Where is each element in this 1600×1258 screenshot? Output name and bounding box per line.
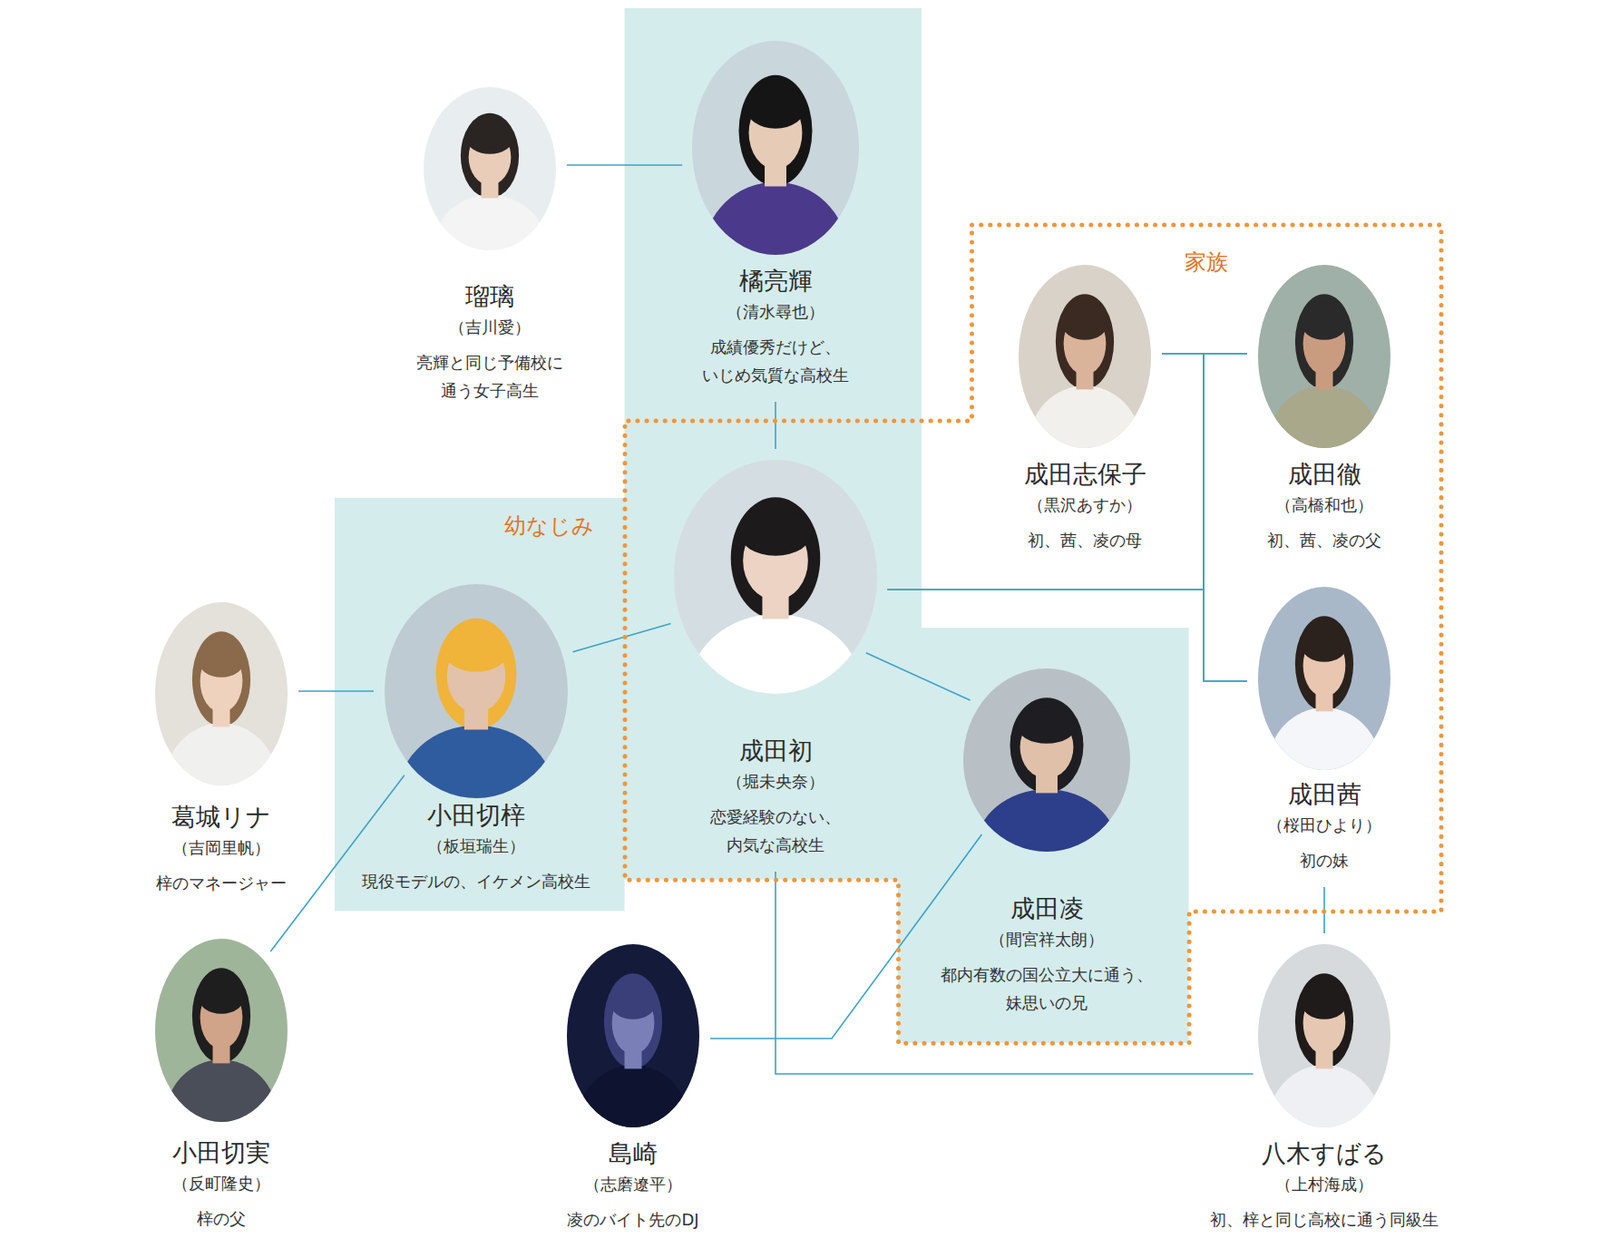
character-node: 瑠璃（吉川愛） 亮輝と同じ予備校に 通う女子高生 bbox=[407, 87, 574, 405]
character-name: 成田徹 bbox=[1252, 458, 1396, 490]
character-description: 亮輝と同じ予備校に 通う女子高生 bbox=[412, 348, 568, 405]
actor-name: （間宮祥太朗） bbox=[931, 924, 1163, 956]
actor-name: （黒沢あすか） bbox=[1013, 489, 1157, 521]
character-description: 初、梓と同じ高校に通う同級生 bbox=[1204, 1205, 1444, 1234]
relation-line bbox=[1161, 353, 1248, 682]
relation-line bbox=[866, 653, 971, 701]
portrait-photo bbox=[384, 584, 568, 799]
character-name: 成田凌 bbox=[931, 893, 1163, 925]
character-node: 葛城リナ（吉岡里帆） 梓のマネージャー bbox=[149, 602, 293, 898]
character-node: 成田凌（間宮祥太朗） 都内有数の国公立大に通う、 妹思いの兄 bbox=[931, 668, 1163, 1017]
portrait-photo bbox=[155, 602, 288, 786]
relation-line bbox=[710, 834, 982, 1039]
character-name: 成田茜 bbox=[1252, 779, 1396, 810]
portrait-photo bbox=[1258, 586, 1391, 771]
portrait-photo bbox=[423, 87, 557, 251]
relation-line bbox=[298, 690, 374, 693]
relation-line bbox=[270, 775, 405, 952]
group-heading: 家族 bbox=[1184, 248, 1229, 276]
character-node: 成田茜（桜田ひより） 初の妹 bbox=[1252, 586, 1396, 875]
character-node: 小田切実（反町隆史） 梓の父 bbox=[149, 938, 293, 1233]
actor-name: （吉岡里帆） bbox=[149, 832, 293, 864]
portrait-photo bbox=[963, 668, 1131, 852]
character-node: 成田初（堀未央奈） 恋愛経験のない、 内気な高校生 bbox=[668, 459, 883, 859]
portrait-photo bbox=[692, 40, 859, 255]
character-name: 島崎 bbox=[561, 1138, 705, 1170]
character-description: 梓の父 bbox=[149, 1204, 293, 1233]
actor-name: （桜田ひより） bbox=[1252, 809, 1396, 841]
character-node: 成田志保子（黒沢あすか） 初、茜、凌の母 bbox=[1013, 264, 1157, 555]
character-description: 現役モデルの、イケメン高校生 bbox=[356, 867, 596, 896]
portrait-photo bbox=[1258, 264, 1391, 449]
portrait-photo bbox=[1018, 264, 1152, 449]
character-name: 小田切実 bbox=[149, 1137, 293, 1169]
actor-name: （反町隆史） bbox=[149, 1168, 293, 1200]
character-description: 初の妹 bbox=[1252, 846, 1396, 875]
character-node: 八木すばる（上村海成） 初、梓と同じ高校に通う同級生 bbox=[1204, 944, 1444, 1234]
character-description: 成績優秀だけど、 いじめ気質な高校生 bbox=[698, 332, 854, 390]
actor-name: （志磨遼平） bbox=[561, 1169, 705, 1200]
character-description: 梓のマネージャー bbox=[149, 868, 293, 898]
relation-line bbox=[1203, 353, 1248, 682]
relation-line bbox=[774, 401, 777, 449]
character-node: 橘亮輝（清水尋也） 成績優秀だけど、 いじめ気質な高校生 bbox=[686, 40, 865, 390]
character-name: 小田切梓 bbox=[356, 800, 596, 831]
character-node: 小田切梓（板垣瑞生） 現役モデルの、イケメン高校生 bbox=[356, 584, 596, 896]
character-name: 成田初 bbox=[668, 735, 883, 767]
character-node: 成田徹（高橋和也） 初、茜、凌の父 bbox=[1252, 264, 1396, 555]
actor-name: （清水尋也） bbox=[686, 296, 865, 328]
actor-name: （高橋和也） bbox=[1252, 489, 1396, 521]
actor-name: （吉川愛） bbox=[407, 312, 574, 343]
portrait-photo bbox=[566, 944, 700, 1128]
character-node: 島崎（志磨遼平） 凌のバイト先のDJ bbox=[561, 944, 705, 1234]
character-description: 都内有数の国公立大に通う、 妹思いの兄 bbox=[936, 960, 1158, 1017]
relation-line bbox=[887, 353, 1248, 590]
dotted-border bbox=[624, 224, 1442, 1044]
character-name: 成田志保子 bbox=[1013, 458, 1157, 490]
relation-label: 幼なじみ bbox=[504, 512, 595, 540]
actor-name: （堀未央奈） bbox=[668, 766, 883, 798]
relation-line bbox=[566, 164, 683, 166]
character-description: 初、茜、凌の父 bbox=[1252, 526, 1396, 555]
portrait-photo bbox=[673, 459, 878, 694]
character-name: 橘亮輝 bbox=[686, 265, 865, 297]
teal-band bbox=[334, 8, 1190, 1044]
relation-line bbox=[573, 623, 672, 652]
family-group: 家族成田志保子（黒沢あすか）初、茜、凌の母成田徹（高橋和也）初、茜、凌の父成田初… bbox=[624, 224, 1442, 1044]
character-name: 瑠璃 bbox=[407, 281, 574, 313]
character-description: 凌のバイト先のDJ bbox=[561, 1205, 705, 1234]
portrait-photo bbox=[155, 938, 288, 1122]
portrait-photo bbox=[1258, 944, 1391, 1128]
actor-name: （板垣瑞生） bbox=[356, 830, 596, 862]
character-description: 恋愛経験のない、 内気な高校生 bbox=[706, 802, 846, 859]
character-name: 葛城リナ bbox=[149, 801, 293, 833]
character-description: 初、茜、凌の母 bbox=[1013, 526, 1157, 555]
actor-name: （上村海成） bbox=[1204, 1169, 1444, 1200]
character-name: 八木すばる bbox=[1204, 1138, 1444, 1170]
